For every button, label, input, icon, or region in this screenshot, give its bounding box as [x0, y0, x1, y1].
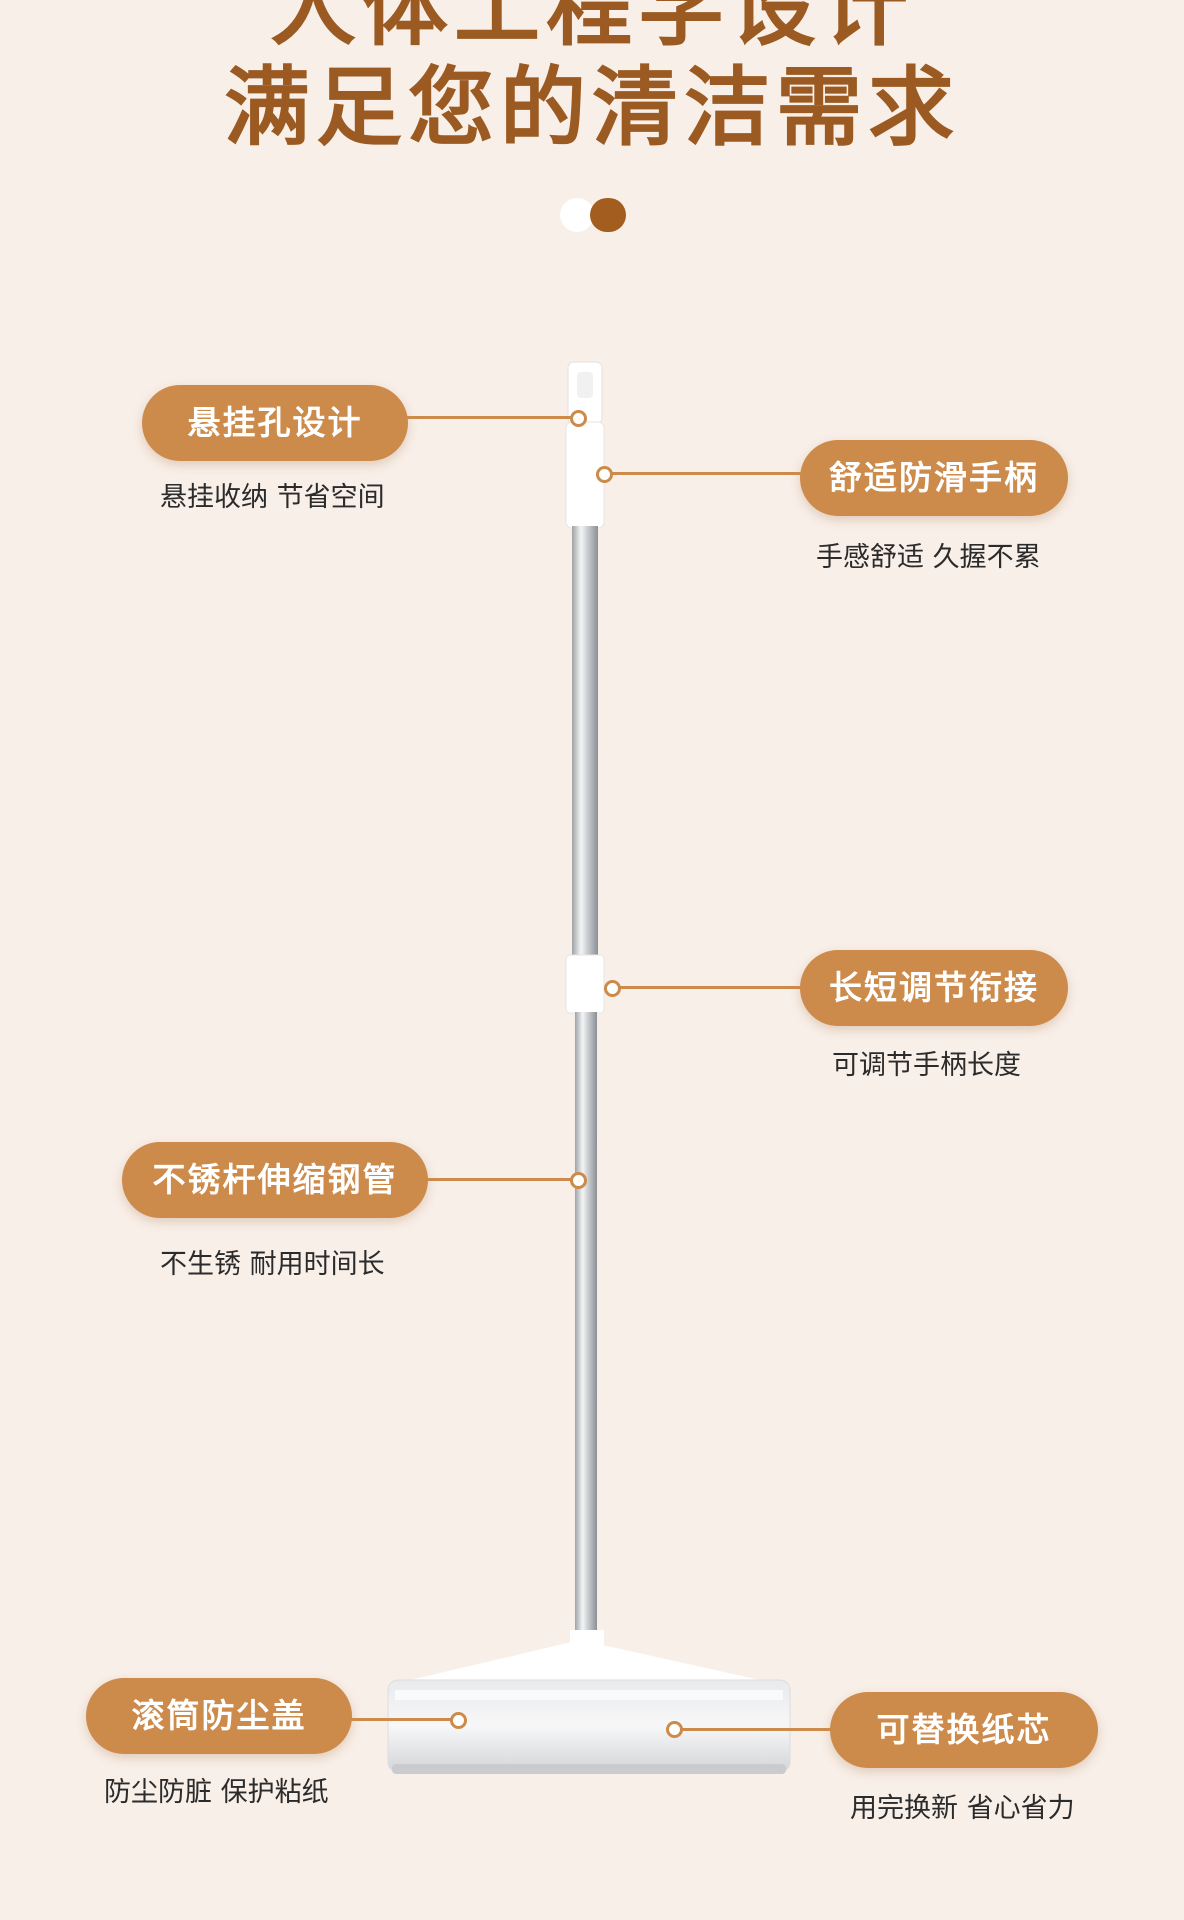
connector-dot: [570, 1172, 587, 1189]
headline-line-1: 人体工程学设计: [270, 0, 914, 58]
callout-steel-pole-desc: 不生锈 耐用时间长: [160, 1249, 385, 1280]
connector-line: [350, 1718, 456, 1721]
connector-dot: [596, 466, 613, 483]
toggle-indicator-icon: [560, 198, 626, 232]
callout-refill-desc: 用完换新 省心省力: [850, 1793, 1075, 1824]
connector-line: [610, 986, 802, 989]
connector-dot: [666, 1721, 683, 1738]
connector-line: [602, 472, 802, 475]
callout-grip-handle-desc: 手感舒适 久握不累: [816, 542, 1041, 573]
headline-line-2: 满足您的清洁需求: [224, 58, 960, 158]
connector-line: [406, 416, 572, 419]
callout-length-adjust: 长短调节衔接: [800, 950, 1068, 1026]
connector-line: [426, 1178, 574, 1181]
callout-refill: 可替换纸芯: [830, 1692, 1098, 1768]
callout-dust-cover: 滚筒防尘盖: [86, 1678, 352, 1754]
callout-hanging-hole-desc: 悬挂收纳 节省空间: [160, 482, 385, 513]
connector-line: [676, 1728, 832, 1731]
callout-grip-handle: 舒适防滑手柄: [800, 440, 1068, 516]
connector-dot: [570, 410, 587, 427]
connector-dot: [604, 980, 621, 997]
callout-length-adjust-desc: 可调节手柄长度: [832, 1050, 1021, 1081]
callout-hanging-hole: 悬挂孔设计: [142, 385, 408, 461]
callout-dust-cover-desc: 防尘防脏 保护粘纸: [104, 1777, 329, 1808]
connector-dot: [450, 1712, 467, 1729]
callout-steel-pole: 不锈杆伸缩钢管: [122, 1142, 428, 1218]
